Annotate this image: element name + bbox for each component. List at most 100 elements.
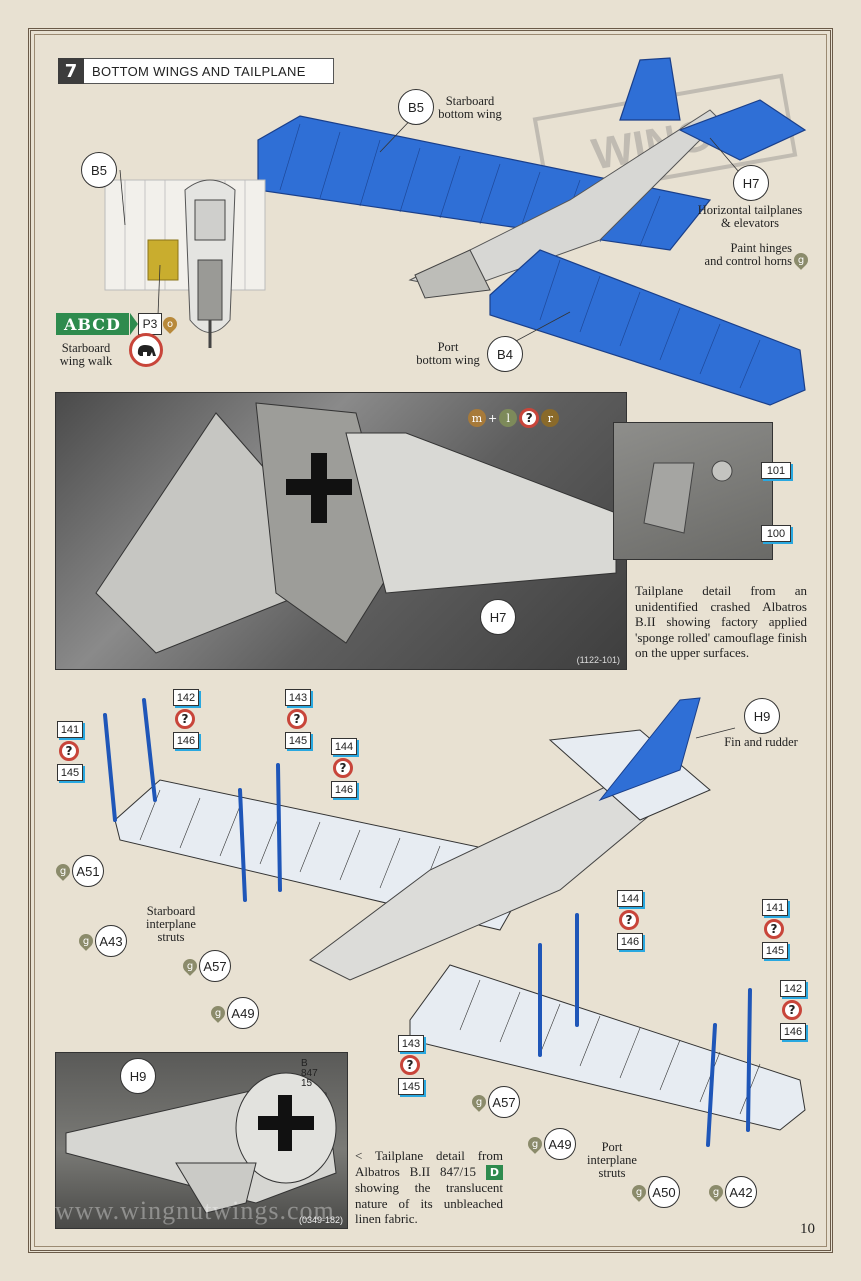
port-wing-shape — [489, 249, 806, 406]
page-border-inner — [34, 34, 827, 1247]
pin-label: A42 — [725, 1176, 757, 1208]
color-r: r — [541, 409, 560, 427]
pin-color-letter: g — [475, 1096, 483, 1108]
elephant-icon — [129, 333, 163, 367]
label-horizontal-tailplanes: Horizontal tailplanes & elevators — [697, 203, 803, 230]
part-bottom: 145 — [57, 764, 83, 781]
unknown-color-icon: ? — [764, 919, 784, 939]
page-number: 10 — [800, 1221, 815, 1237]
part-top: 143 — [398, 1035, 424, 1052]
unknown-color-icon: ? — [400, 1055, 420, 1075]
bottom-aircraft-illustration — [103, 697, 806, 1147]
pin-color-letter: g — [531, 1138, 539, 1150]
color-m: m — [468, 409, 486, 427]
callout-h9-photo: H9 — [120, 1058, 156, 1094]
part-bottom: 145 — [398, 1078, 424, 1095]
part-top: 142 — [173, 689, 199, 706]
photo2-id: (0349-182) — [298, 1215, 343, 1225]
strut-group: 142 ? 146 — [173, 689, 199, 749]
callout-b5-small: B5 — [81, 152, 117, 188]
page-border-outer — [28, 28, 833, 1253]
part-bottom: 146 — [780, 1023, 806, 1040]
callout-h9: H9 — [744, 698, 780, 734]
pin-label: A49 — [227, 997, 259, 1029]
step-header: 7 BOTTOM WINGS AND TAILPLANE — [58, 58, 334, 84]
part-bottom: 145 — [762, 942, 788, 959]
callout-h7-top: H7 — [733, 165, 769, 201]
pin-label: A57 — [199, 950, 231, 982]
top-aircraft-illustration — [257, 57, 807, 406]
pin-label: A50 — [648, 1176, 680, 1208]
unknown-color-icon: ? — [619, 910, 639, 930]
pin-callout: g A57 — [469, 1086, 520, 1118]
abcd-arrow — [130, 313, 138, 335]
part-top: 143 — [285, 689, 311, 706]
part-bottom: 145 — [285, 732, 311, 749]
step-title: BOTTOM WINGS AND TAILPLANE — [92, 63, 306, 79]
pin-label: A43 — [95, 925, 127, 957]
plan-view-illustration — [104, 170, 266, 348]
callout-h7-photo: H7 — [480, 599, 516, 635]
strut-group: 143 ? 145 — [398, 1035, 424, 1095]
label-paint-hinges: Paint hinges and control horns — [704, 241, 792, 268]
part-top: 141 — [762, 899, 788, 916]
pin-callout: g A57 — [180, 950, 231, 982]
color-question: ? — [519, 408, 540, 428]
unknown-color-icon: ? — [287, 709, 307, 729]
strut-group: 141 ? 145 — [762, 899, 788, 959]
label-starboard-wing-walk: Starboard wing walk — [59, 341, 113, 368]
pin-color-letter: g — [635, 1186, 643, 1198]
pin-label: A51 — [72, 855, 104, 887]
pin-color-letter: g — [82, 935, 90, 947]
label-starboard-bottom-wing: Starboard bottom wing — [438, 94, 502, 121]
label-starboard-interplane-struts: Starboard interplane struts — [146, 904, 196, 944]
photo1-id: (1122-101) — [576, 655, 620, 665]
strut-group: 144 ? 146 — [617, 890, 643, 950]
pin-callout: g A49 — [208, 997, 259, 1029]
unknown-color-icon: ? — [782, 1000, 802, 1020]
label-port-bottom-wing: Port bottom wing — [416, 340, 480, 367]
part-top: 142 — [780, 980, 806, 997]
pin-color-letter: g — [214, 1007, 222, 1019]
pin-color-letter: g — [186, 960, 194, 972]
part-p3: P3 — [138, 313, 162, 335]
part-100: 100 — [761, 525, 791, 542]
photo1-color-refs: m + l ? r — [468, 408, 560, 428]
color-plus: + — [488, 411, 498, 425]
pin-label: A49 — [544, 1128, 576, 1160]
part-top: 141 — [57, 721, 83, 738]
strut-group: 144 ? 146 — [331, 738, 357, 798]
part-bottom: 146 — [331, 781, 357, 798]
unknown-color-icon: ? — [333, 758, 353, 778]
p3-color-letter: o — [166, 318, 174, 330]
tail-marking: B 847 15 — [301, 1058, 318, 1089]
strut-group: 143 ? 145 — [285, 689, 311, 749]
unknown-color-icon: ? — [59, 741, 79, 761]
label-fin-and-rudder: Fin and rudder — [724, 735, 798, 749]
part-top: 144 — [331, 738, 357, 755]
paint-hinges-color-letter: g — [797, 254, 805, 266]
pin-color-letter: g — [712, 1186, 720, 1198]
pin-callout: g A49 — [525, 1128, 576, 1160]
part-bottom: 146 — [617, 933, 643, 950]
pin-color-letter: g — [59, 865, 67, 877]
label-port-interplane-struts: Port interplane struts — [587, 1140, 637, 1180]
watermark-url: www.wingnutwings.com — [55, 1196, 335, 1225]
scheme-badge-abcd: ABCD — [56, 313, 129, 335]
photo-crashed-albatros: (1122-101) — [55, 392, 627, 670]
caption2-pre: < Tailplane detail from Albatros B.II 84… — [355, 1148, 503, 1179]
callout-b5-main: B5 — [398, 89, 434, 125]
callout-b4: B4 — [487, 336, 523, 372]
pin-callout: g A50 — [629, 1176, 680, 1208]
strut-group: 141 ? 145 — [57, 721, 83, 781]
part-bottom: 146 — [173, 732, 199, 749]
photo-tail-detail — [613, 422, 773, 560]
photo-albatros-847: B 847 15 (0349-182) — [55, 1052, 348, 1229]
caption2-post: showing the translucent nature of its un… — [355, 1180, 503, 1226]
caption-tailplane-crashed: Tailplane detail from an unidentified cr… — [635, 583, 807, 660]
part-top: 144 — [617, 890, 643, 907]
pin-callout: g A43 — [76, 925, 127, 957]
strut-group: 142 ? 146 — [780, 980, 806, 1040]
step-number: 7 — [58, 58, 84, 84]
part-101: 101 — [761, 462, 791, 479]
